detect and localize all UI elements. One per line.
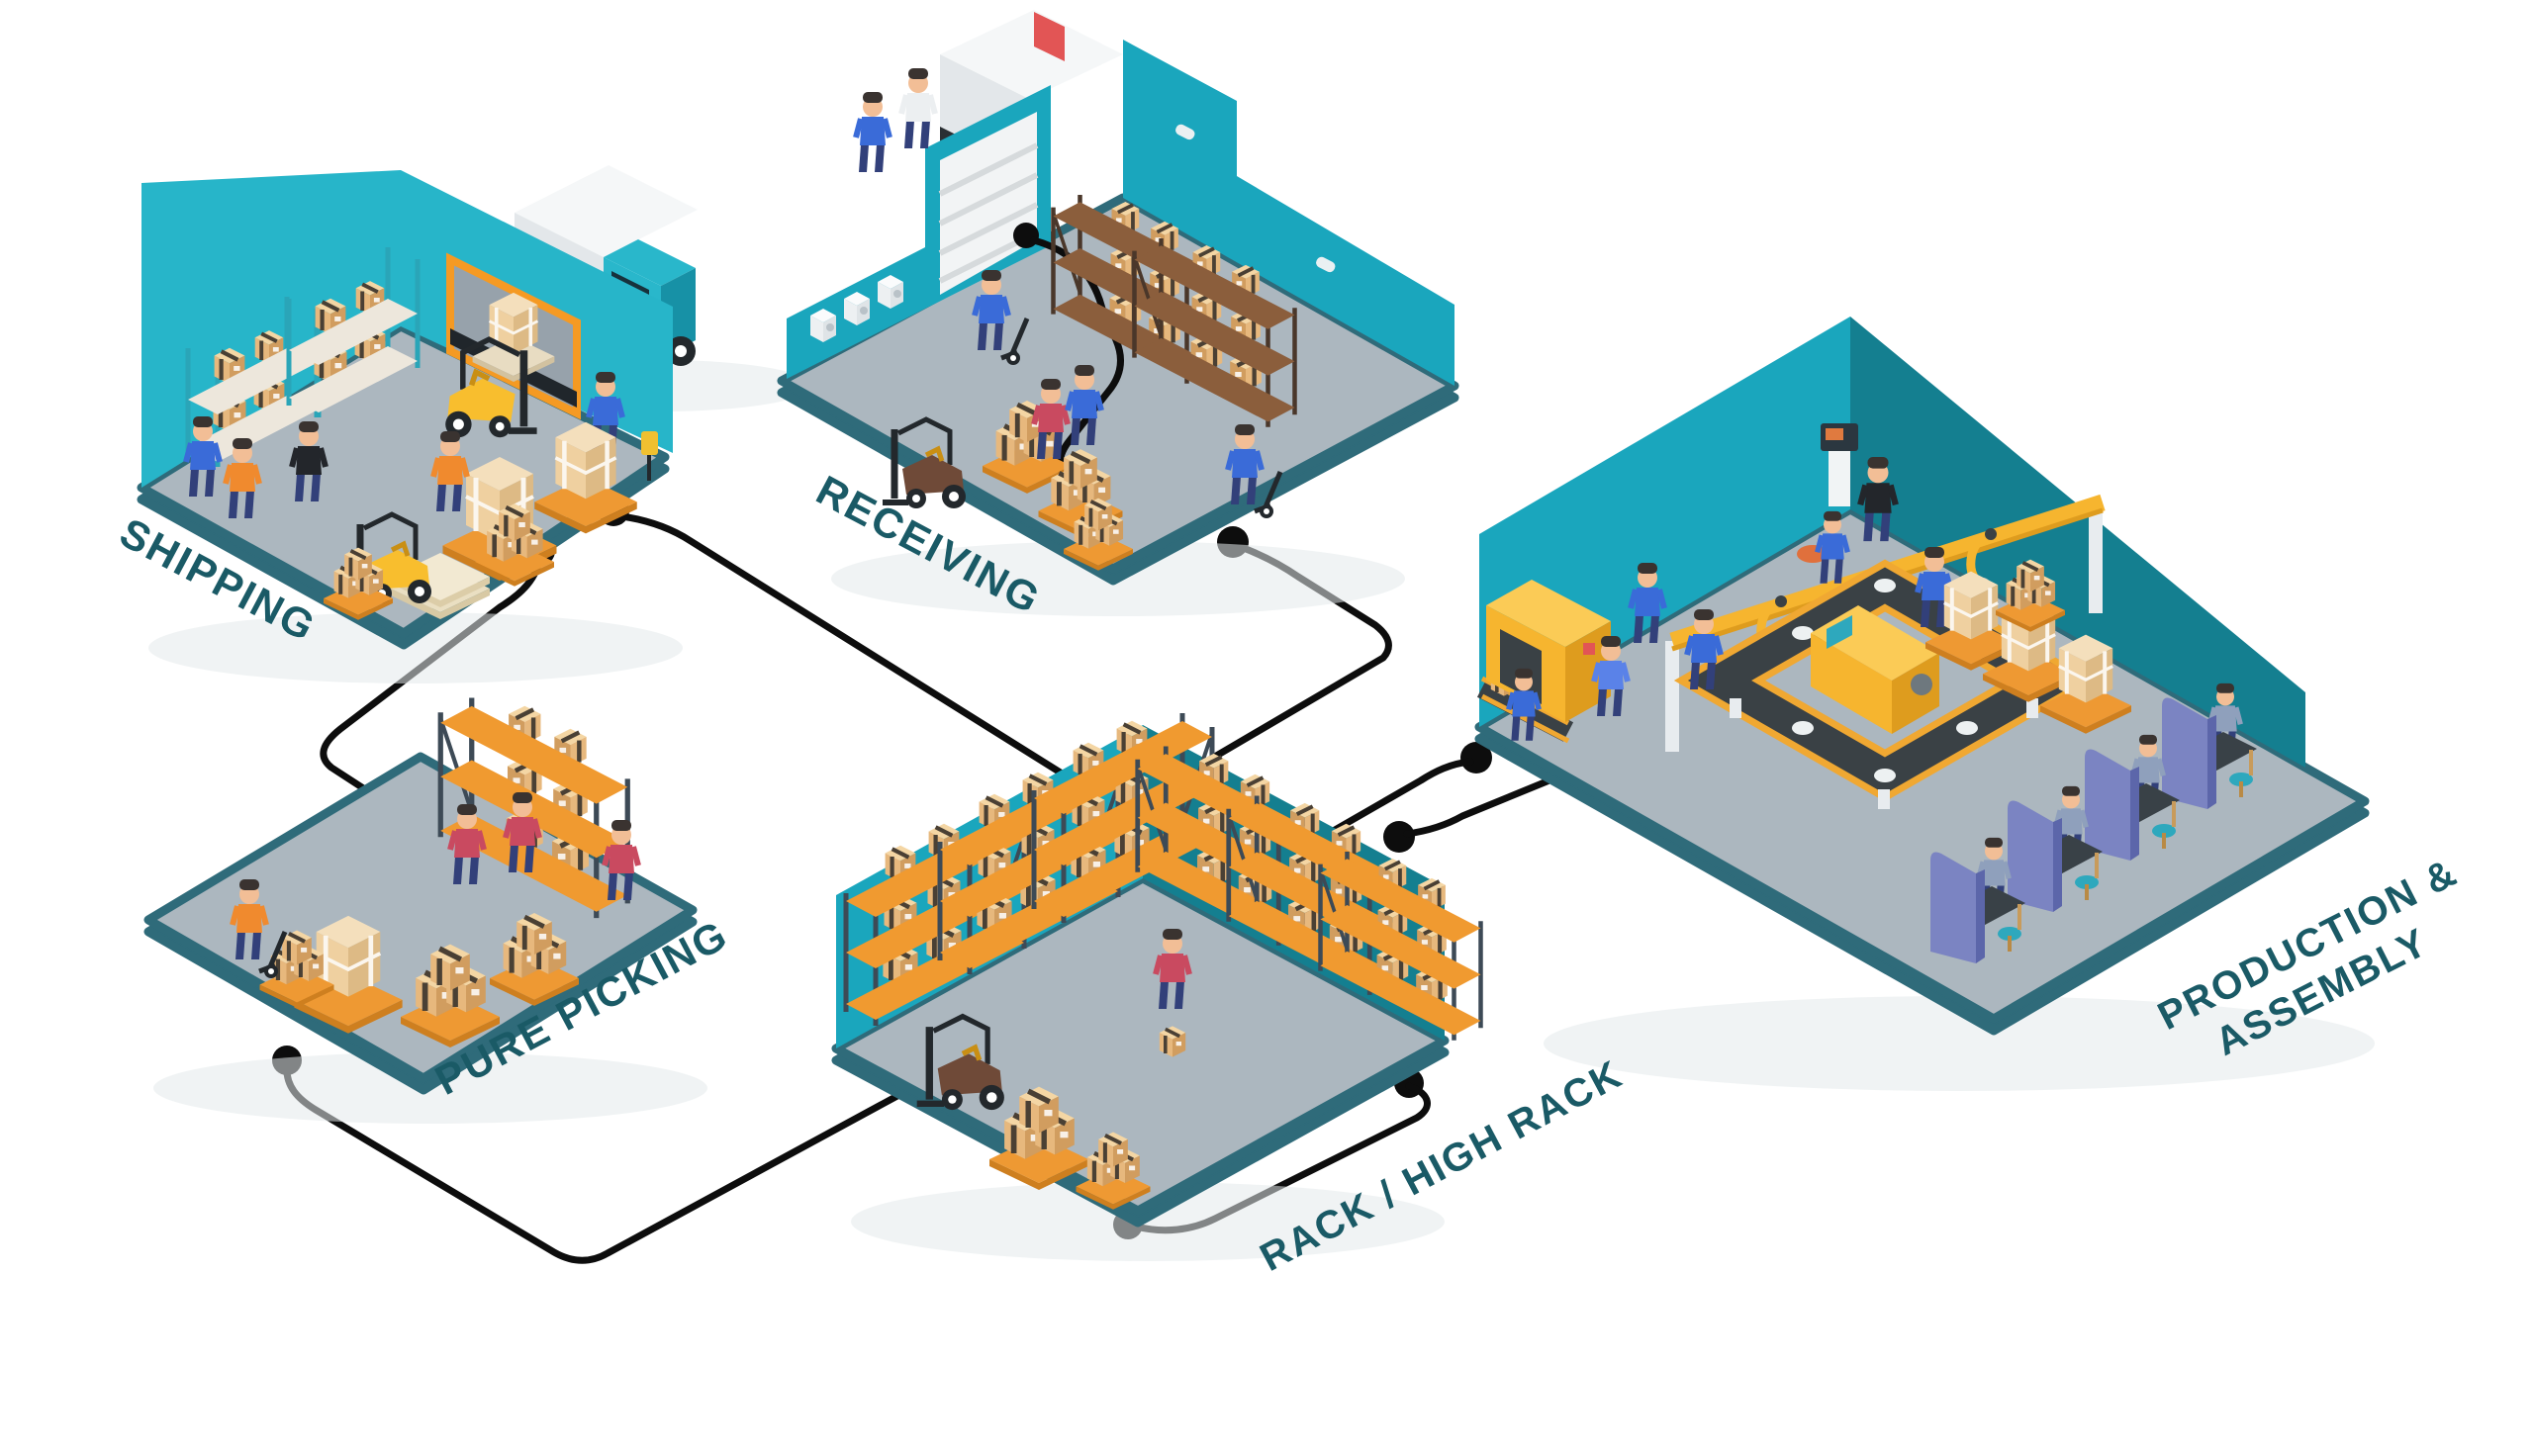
dock-call-box <box>641 431 658 455</box>
connector-rack-production <box>1383 763 1587 853</box>
control-kiosk-icon <box>1821 423 1858 506</box>
receiving-right-wall <box>1123 40 1454 386</box>
connector-production-rack <box>1312 742 1492 845</box>
area-pure-picking: PURE PICKING <box>143 698 735 1124</box>
receiving-dock-door <box>925 85 1051 309</box>
dock-opening <box>446 252 658 481</box>
production-right-wall <box>1850 317 2305 768</box>
area-receiving: RECEIVING <box>777 10 1459 623</box>
wall-vent <box>1316 256 1336 273</box>
lathe-machine-icon <box>1811 605 1939 734</box>
wall-vent <box>1175 124 1195 140</box>
area-shipping: SHIPPING <box>113 165 811 683</box>
area-production-assembly: PRODUCTION & ASSEMBLY <box>1474 317 2465 1091</box>
